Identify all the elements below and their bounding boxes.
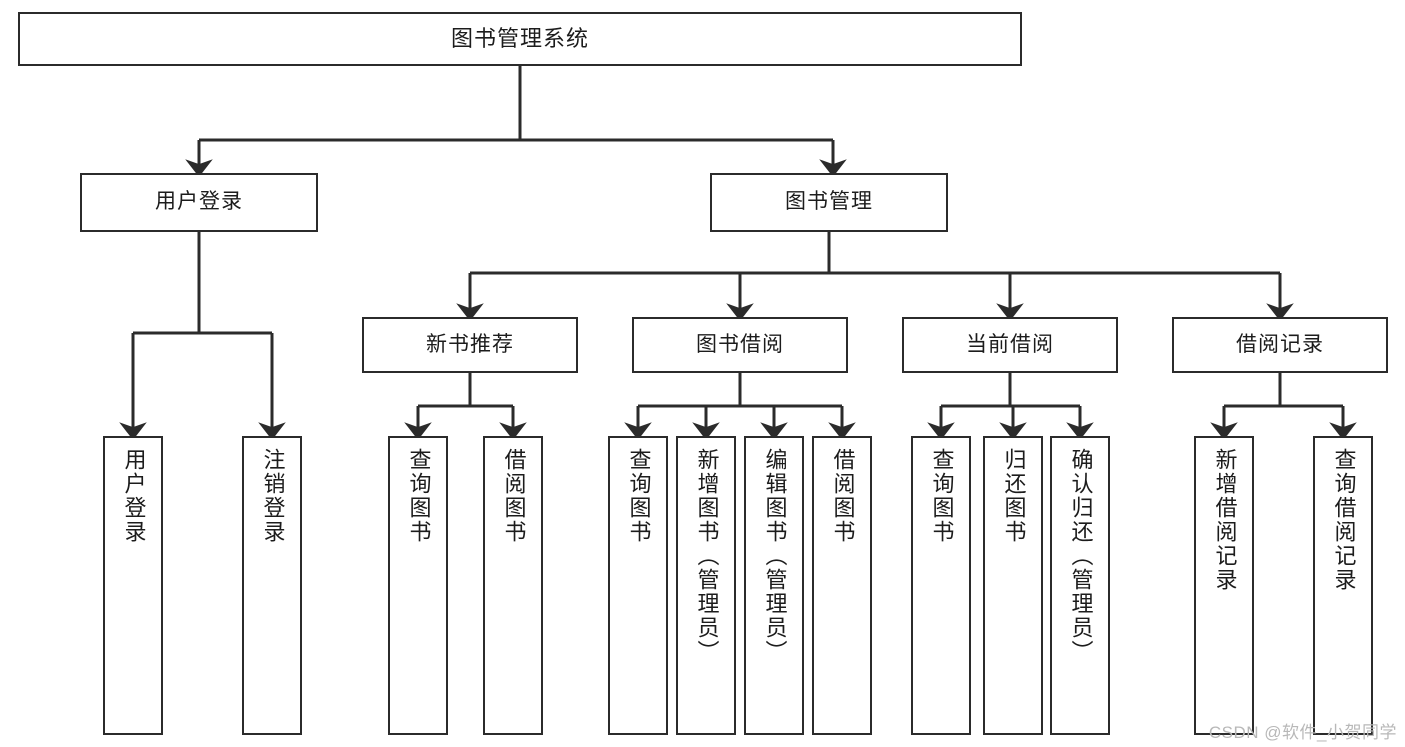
node-book-mgmt[interactable]: 图书管理 [710,173,948,232]
node-user-login[interactable]: 用户登录 [80,173,318,232]
node-borrow-record[interactable]: 借阅记录 [1172,317,1388,373]
node-leaf-5[interactable]: 查询图书 [608,436,668,735]
node-leaf-7[interactable]: 编辑图书（管理员） [744,436,804,735]
node-leaf-3[interactable]: 查询图书 [388,436,448,735]
node-label-leaf-2: 注销登录 [260,448,286,544]
node-label-leaf-1: 用户登录 [121,448,147,544]
node-leaf-8[interactable]: 借阅图书 [812,436,872,735]
node-leaf-13[interactable]: 查询借阅记录 [1313,436,1373,735]
node-label-leaf-5: 查询图书 [626,448,652,544]
node-label-current-borrow: 当前借阅 [966,332,1054,356]
node-leaf-10[interactable]: 归还图书 [983,436,1043,735]
node-label-leaf-7: 编辑图书（管理员） [762,448,788,664]
node-label-root: 图书管理系统 [450,26,589,52]
node-label-leaf-6: 新增图书（管理员） [694,448,720,664]
node-label-leaf-12: 新增借阅记录 [1212,448,1238,592]
node-label-leaf-13: 查询借阅记录 [1331,448,1357,592]
node-label-leaf-10: 归还图书 [1001,448,1027,544]
node-leaf-1[interactable]: 用户登录 [103,436,163,735]
node-leaf-4[interactable]: 借阅图书 [483,436,543,735]
node-label-user-login: 用户登录 [155,190,243,214]
node-label-book-borrow: 图书借阅 [696,332,784,356]
node-label-book-mgmt: 图书管理 [785,190,873,214]
node-label-new-book-rec: 新书推荐 [426,332,514,356]
node-label-borrow-record: 借阅记录 [1236,332,1324,356]
node-new-book-rec[interactable]: 新书推荐 [362,317,578,373]
node-leaf-2[interactable]: 注销登录 [242,436,302,735]
node-leaf-11[interactable]: 确认归还（管理员） [1050,436,1110,735]
node-leaf-6[interactable]: 新增图书（管理员） [676,436,736,735]
node-book-borrow[interactable]: 图书借阅 [632,317,848,373]
watermark-text: CSDN @软件_小贺同学 [1208,723,1397,742]
node-leaf-12[interactable]: 新增借阅记录 [1194,436,1254,735]
node-label-leaf-3: 查询图书 [406,448,432,544]
node-label-leaf-11: 确认归还（管理员） [1068,448,1094,664]
node-label-leaf-9: 查询图书 [929,448,955,544]
node-root[interactable]: 图书管理系统 [18,12,1022,66]
node-leaf-9[interactable]: 查询图书 [911,436,971,735]
node-label-leaf-8: 借阅图书 [830,448,856,544]
node-label-leaf-4: 借阅图书 [501,448,527,544]
node-current-borrow[interactable]: 当前借阅 [902,317,1118,373]
